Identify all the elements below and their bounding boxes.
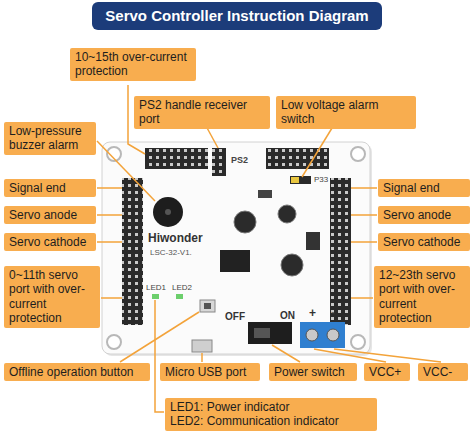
callout-box: 0~11th servo port with over-current prot… (4, 266, 100, 328)
callout-box: Servo cathode (378, 233, 470, 251)
callout-text: Offline operation button (9, 365, 145, 379)
callout-box: Power switch (269, 363, 357, 381)
callout-text: Signal end (9, 181, 91, 195)
callout-box: 12~23th servo port with over-current pro… (374, 266, 470, 328)
callout-box: Offline operation button (4, 363, 150, 381)
callout-text: Low-pressure buzzer alarm (9, 124, 91, 153)
silkscreen-label: - (331, 307, 335, 320)
silkscreen-label: PS2 (231, 156, 248, 166)
callout-box: Signal end (4, 179, 96, 197)
callout-box: Low-pressure buzzer alarm (4, 122, 96, 155)
callout-text: 12~23th servo port with over-current pro… (379, 268, 465, 326)
callout-box: Servo cathode (4, 233, 96, 251)
callout-box: 10~15th over-current protection (70, 48, 196, 81)
callout-text: Signal end (383, 181, 465, 195)
callout-text: LED1: Power indicator (170, 400, 372, 414)
callout-text: Power switch (274, 365, 352, 379)
callout-text: LED2: Communication indicator (170, 414, 372, 428)
callout-text: PS2 handle receiver port (139, 98, 265, 127)
callout-box: VCC- (418, 363, 468, 381)
callout-box: Servo anode (4, 206, 96, 224)
silkscreen-label: LED2 (172, 284, 192, 293)
callout-text: VCC- (423, 365, 463, 379)
callout-text: 10~15th over-current protection (75, 50, 191, 79)
callout-box: LED1: Power indicatorLED2: Communication… (165, 398, 377, 431)
callout-text: VCC+ (369, 365, 405, 379)
callout-box: PS2 handle receiver port (134, 96, 270, 129)
callout-box: Micro USB port (160, 363, 260, 381)
callout-text: Low voltage alarm switch (281, 98, 411, 127)
title-bar: Servo Controller Instruction Diagram (92, 2, 382, 30)
callout-text: Servo cathode (9, 235, 91, 249)
callout-text: 0~11th servo port with over-current prot… (9, 268, 95, 326)
callout-box: Servo anode (378, 206, 470, 224)
callout-text: Micro USB port (165, 365, 255, 379)
callout-box: VCC+ (364, 363, 410, 381)
callout-text: Servo cathode (383, 235, 465, 249)
silkscreen-label: Hiwonder (148, 232, 203, 245)
silkscreen-label: P33 (314, 176, 328, 185)
silkscreen-label: LSC-32-V1. (150, 249, 192, 258)
callout-box: Low voltage alarm switch (276, 96, 416, 129)
silkscreen-label: ON (280, 310, 295, 321)
silkscreen-label: + (309, 307, 316, 320)
callout-text: Servo anode (383, 208, 465, 222)
callout-text: Servo anode (9, 208, 91, 222)
callout-box: Signal end (378, 179, 470, 197)
silkscreen-label: OFF (225, 311, 245, 322)
silkscreen-label: LED1 (146, 284, 166, 293)
